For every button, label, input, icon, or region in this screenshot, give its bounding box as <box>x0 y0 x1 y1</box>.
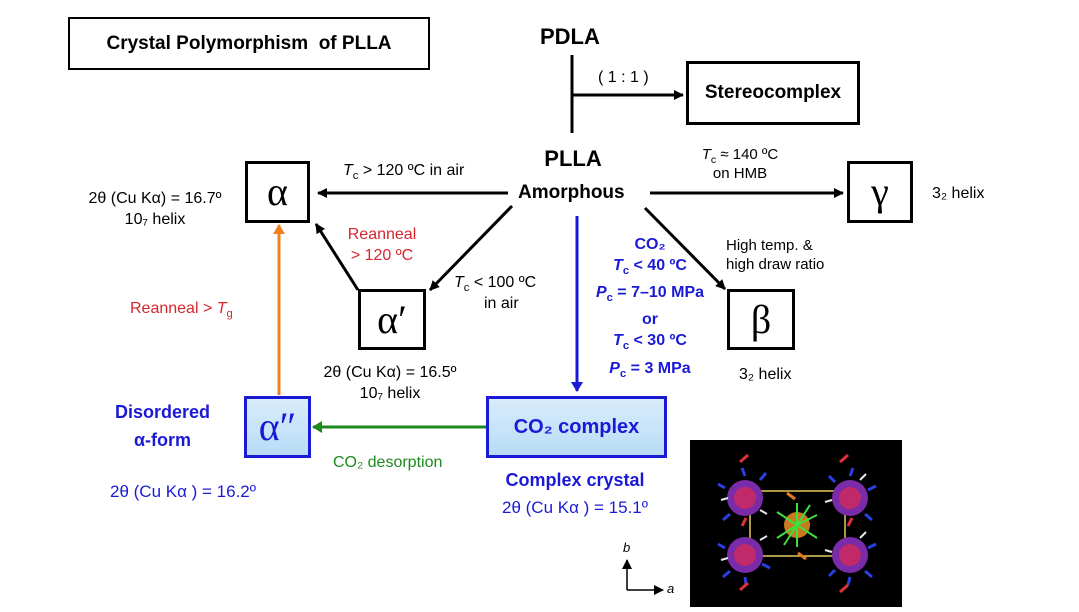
label-reanneal-120-line1: Reanneal <box>347 226 417 243</box>
co2-line2: Tc < 40 ºC <box>585 255 715 282</box>
tc-rest: > 120 ºC in air <box>358 162 465 179</box>
helix-bottom-right <box>824 531 877 586</box>
tc-sym: T <box>701 146 711 163</box>
rest: = 7–10 MPa <box>612 284 705 302</box>
stereocomplex-label: Stereocomplex <box>704 82 842 103</box>
sub: c <box>619 367 627 380</box>
gamma-symbol: γ <box>871 169 889 214</box>
alpha-prime-2theta: 2θ (Cu Kα) = 16.5º <box>323 364 457 381</box>
sym: T <box>613 257 623 274</box>
label-tc-140: Tc ≈ 140 ºC <box>685 145 795 170</box>
co2-line3: Pc = 7–10 MPa <box>585 282 715 309</box>
alpha-double-prime-2theta: 2θ (Cu Kα ) = 16.2º <box>110 482 256 501</box>
label-on-hmb: on HMB <box>712 165 768 182</box>
node-co2-complex: CO₂ complex <box>486 396 667 458</box>
reanneal-text: Reanneal > <box>130 300 217 317</box>
helix-top-right <box>824 467 877 522</box>
node-plla: PLLA <box>544 146 602 171</box>
helix-top-left <box>717 467 768 522</box>
title-box: Crystal Polymorphism of PLLA <box>68 17 430 70</box>
rest: < 40 ºC <box>629 257 687 274</box>
alpha-helix: 10₇ helix <box>124 211 186 228</box>
crystal-structure-render <box>717 453 877 594</box>
label-tc-120-air: Tc > 120 ºC in air <box>343 160 464 187</box>
diagram-title: Crystal Polymorphism of PLLA <box>106 32 392 54</box>
sym: P <box>595 284 607 302</box>
node-alpha-prime: α′ <box>358 289 426 350</box>
node-gamma: γ <box>847 161 913 223</box>
tc-rest: ≈ 140 ºC <box>716 146 779 163</box>
tg-sub: g <box>226 308 233 321</box>
alpha-prime-helix: 10₇ helix <box>359 385 421 402</box>
gamma-helix: 3₂ helix <box>932 185 985 202</box>
label-co2-desorption: CO₂ desorption <box>333 454 443 471</box>
beta-helix: 3₂ helix <box>739 366 792 383</box>
label-ratio: ( 1 : 1 ) <box>598 69 649 86</box>
label-reanneal-tg: Reanneal > Tg <box>130 298 233 325</box>
node-amorphous: Amorphous <box>518 182 625 203</box>
label-disordered-line2: α-form <box>133 430 192 450</box>
label-reanneal-120-line2: > 120 ºC <box>350 247 414 264</box>
node-alpha: α <box>245 161 310 223</box>
beta-symbol: β <box>750 296 772 342</box>
co2-complex-label: CO₂ complex <box>513 415 640 438</box>
tc-sub: c <box>352 170 359 183</box>
co2-molecules-orange <box>786 491 807 561</box>
sub: c <box>622 265 630 278</box>
alpha-prime-symbol: α′ <box>377 296 407 342</box>
node-alpha-double-prime: α″ <box>244 396 311 458</box>
helix-center <box>776 503 818 547</box>
tg-sym: T <box>216 300 227 317</box>
alpha-double-prime-symbol: α″ <box>258 404 297 449</box>
label-tc-100: Tc < 100 ºC <box>454 272 536 299</box>
co2-line6: Pc = 3 MPa <box>585 358 715 385</box>
rest: = 3 MPa <box>626 359 691 377</box>
tc-sub: c <box>710 154 717 166</box>
sym: T <box>613 332 623 350</box>
tc-sym: T <box>454 274 464 291</box>
co2-molecules <box>739 453 854 594</box>
tc-rest: < 100 ºC <box>469 274 537 291</box>
crystal-structure-image <box>690 440 902 607</box>
label-high-temp: High temp. & <box>726 237 813 254</box>
sub: c <box>606 292 613 305</box>
co2-line5: Tc < 30 ºC <box>585 330 715 357</box>
label-in-air: in air <box>484 295 519 312</box>
tc-sym: T <box>343 162 353 179</box>
arrow-reanneal-to-alpha <box>314 223 360 291</box>
rest: < 30 ºC <box>629 332 687 350</box>
co2-line1: CO₂ <box>634 236 666 253</box>
node-beta: β <box>727 289 795 350</box>
co2-conditions: CO₂ Tc < 40 ºC Pc = 7–10 MPa or Tc < 30 … <box>585 234 715 385</box>
sym: P <box>609 359 620 377</box>
node-pdla: PDLA <box>540 24 600 49</box>
complex-2theta: 2θ (Cu Kα ) = 15.1º <box>502 498 648 517</box>
axis-label-a: a <box>667 581 675 596</box>
arrow-to-alpha-prime <box>428 204 514 292</box>
axis-label-b: b <box>623 540 631 555</box>
helix-bottom-left <box>717 535 771 586</box>
node-stereocomplex: Stereocomplex <box>686 61 860 125</box>
unit-cell <box>749 490 846 557</box>
label-disordered-line1: Disordered <box>114 402 211 422</box>
label-high-draw-ratio: high draw ratio <box>726 256 825 273</box>
arrow-to-beta <box>643 206 727 291</box>
alpha-2theta: 2θ (Cu Kα) = 16.7º <box>88 190 222 207</box>
tc-sub: c <box>463 282 470 295</box>
sub: c <box>622 340 630 353</box>
label-complex-crystal: Complex crystal <box>505 470 645 490</box>
alpha-symbol: α <box>267 169 288 214</box>
co2-line4: or <box>642 311 658 329</box>
